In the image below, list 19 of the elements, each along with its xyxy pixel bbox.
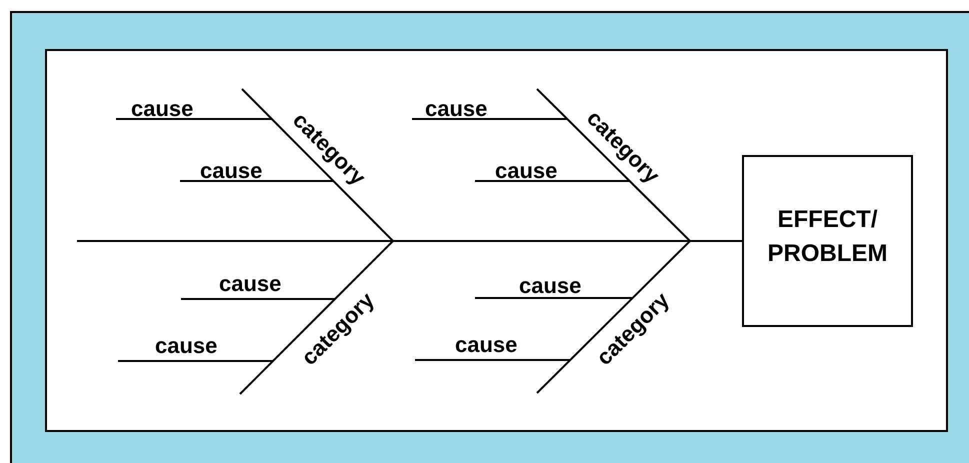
effect-text: EFFECT/ PROBLEM [766, 205, 888, 269]
category-bone [536, 240, 743, 394]
cause-label: cause [219, 272, 282, 296]
cause-line [411, 118, 568, 120]
cause-label: cause [519, 274, 582, 298]
effect-box [742, 155, 913, 327]
cause-line [474, 297, 634, 299]
cause-label: cause [495, 159, 558, 183]
cause-line [474, 180, 631, 182]
cause-label: cause [155, 334, 218, 358]
cause-line [115, 118, 273, 120]
cause-line [414, 359, 572, 361]
cause-line [117, 360, 274, 362]
cause-label: cause [131, 97, 194, 121]
cause-label: cause [455, 333, 518, 357]
cause-label: cause [200, 159, 262, 183]
cause-line [180, 298, 336, 300]
cause-line [179, 180, 334, 182]
cause-label: cause [425, 97, 488, 121]
